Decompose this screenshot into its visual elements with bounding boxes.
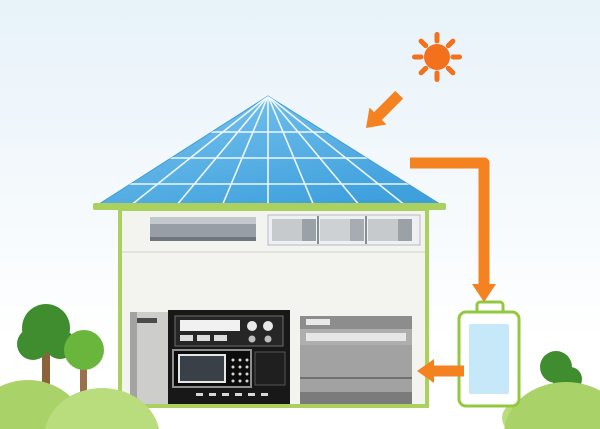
microwave-window [178,354,226,383]
solar-panel-roof [93,95,446,210]
roof-eave [93,203,446,210]
tree-light [64,330,104,406]
sun-to-roof-arrow [366,90,404,128]
keypad-dots [231,358,249,383]
sun-icon [412,32,462,82]
dishwasher-control [306,319,330,325]
knob [247,321,257,331]
button-row [196,393,268,396]
bush-mound-left-2 [44,388,160,429]
range-hood [150,217,256,241]
dishwasher [300,316,412,404]
display-screen [180,320,240,331]
sun-rays [412,32,462,82]
bush-mound-right [504,382,600,429]
left-trees [17,304,104,406]
upper-windows [267,214,421,246]
house [118,207,429,408]
sun-core [424,44,450,70]
microwave [172,349,252,388]
panel-grid [96,96,443,206]
energy-flow-arrows [366,90,496,383]
kitchen-appliances [130,310,412,404]
battery-charge-level [469,324,509,394]
knob [263,321,273,331]
dishwasher-handle [306,333,406,341]
storage-battery [457,300,521,408]
cabinet-side-panel [130,312,168,404]
tree-dark [17,304,75,406]
oven-door [254,351,286,386]
oven-microwave-unit [168,310,290,404]
battery-to-appliance-arrow [417,359,464,383]
roof-to-battery-arrow [410,157,496,302]
